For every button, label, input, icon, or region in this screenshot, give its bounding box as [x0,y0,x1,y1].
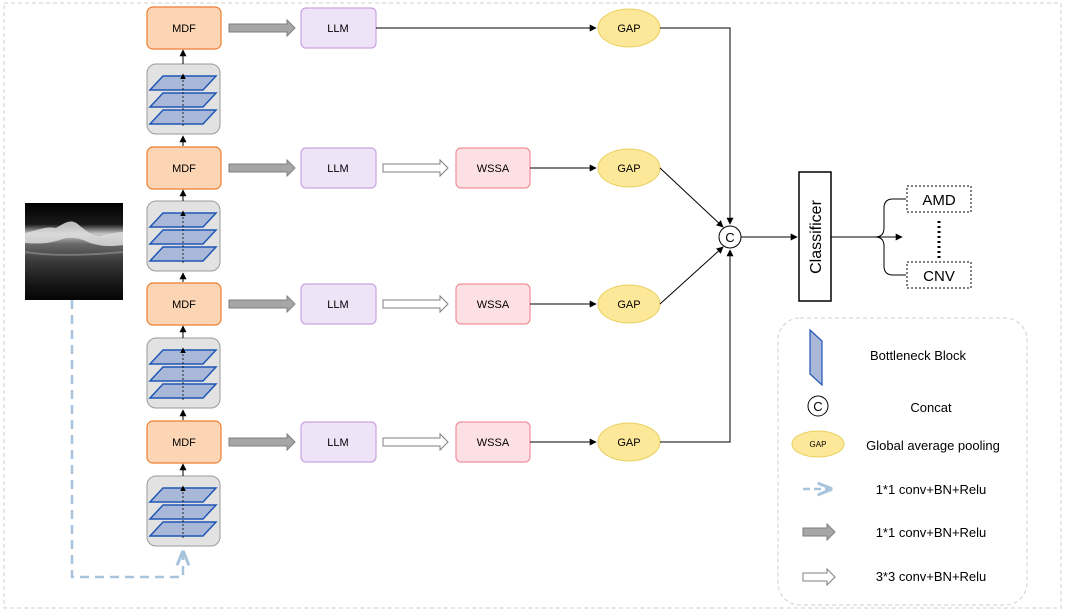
mdf-to-llm-arrow [228,18,296,38]
mdf-box [146,282,222,326]
legend-concat-label: Concat [910,400,952,415]
mdf-to-llm-arrow [228,158,296,178]
bottleneck-block [148,212,218,228]
legend-gap-badge: GAP [810,440,827,449]
gap-label: GAP [617,23,640,35]
concat-symbol: C [725,230,734,245]
stage-row-3: MDF LLM WSSA GAP [146,282,661,326]
legend-bottleneck-row: Bottleneck Block [809,328,967,387]
mdf-label: MDF [172,163,196,175]
gap-label: GAP [617,437,640,449]
gap-label: GAP [617,163,640,175]
llm-box [300,283,377,325]
wssa-label: WSSA [477,163,510,175]
llm-to-wssa-arrow [382,294,449,314]
llm-label: LLM [327,299,348,311]
concat-icon [807,395,829,417]
outer-frame [3,2,1062,609]
llm-label: LLM [327,437,348,449]
mdf-label: MDF [172,299,196,311]
mdf-label: MDF [172,23,196,35]
oct-input-image [24,203,124,300]
legend-concat-row: C Concat [807,395,952,417]
output-amd-label: AMD [922,192,956,209]
gap-badge-icon [791,430,845,458]
concat-node: C [718,225,742,249]
bottleneck-group [146,463,221,547]
bottleneck-block [148,75,218,91]
legend-dashed-arrow-label: 1*1 conv+BN+Relu [876,482,987,497]
hollow-arrow-icon [802,567,836,587]
mdf-box [146,420,222,464]
stage-row-2: MDF LLM WSSA GAP [146,146,661,190]
mdf-box [146,146,222,190]
wssa-label: WSSA [477,437,510,449]
output-cnv: CNV [906,261,972,289]
gap-to-concat-arrows [659,27,734,443]
llm-label: LLM [327,23,348,35]
stage-row-4: MDF LLM WSSA GAP [146,420,661,464]
mdf-to-llm-arrow [228,432,296,452]
legend-gap-row: GAP Global average pooling [791,430,1000,458]
legend: Bottleneck Block C Concat GAP Global ave… [777,317,1028,606]
bottleneck-block [148,349,218,365]
wssa-label: WSSA [477,299,510,311]
mdf-label: MDF [172,437,196,449]
legend-gray-arrow-row: 1*1 conv+BN+Relu [802,522,987,542]
legend-gray-arrow-label: 1*1 conv+BN+Relu [876,525,987,540]
stages-layer: MDF LLM GAP MDF LLM WSSA GAP MDF LLM WSSA GAP MDF LL… [146,6,661,547]
llm-to-wssa-arrow [382,432,449,452]
bottleneck-block-icon [809,328,823,387]
gap-label: GAP [617,299,640,311]
bottleneck-group [146,49,221,135]
llm-to-wssa-arrow [382,158,449,178]
bottleneck-group [146,189,221,272]
llm-box [300,147,377,189]
legend-gap-label: Global average pooling [866,438,1000,453]
bottleneck-group [146,325,221,409]
dashed-skip-connection [70,300,183,579]
classifier-output-brace [831,198,906,276]
legend-frame [777,317,1028,606]
mdf-box [146,6,222,50]
classifier-label: Classificer [808,199,825,273]
llm-box [300,421,377,463]
legend-bottleneck-label: Bottleneck Block [870,348,967,363]
legend-dashed-arrow-row: 1*1 conv+BN+Relu [803,482,986,497]
stage-row-1: MDF LLM GAP [146,6,661,50]
output-amd: AMD [906,185,972,213]
output-cnv-label: CNV [923,268,955,285]
gray-arrow-icon [802,522,836,542]
legend-concat-symbol: C [813,399,822,414]
legend-hollow-arrow-label: 3*3 conv+BN+Relu [876,569,987,584]
llm-label: LLM [327,163,348,175]
bottleneck-block [148,487,218,503]
classifier-block: Classificer [798,171,832,302]
legend-hollow-arrow-row: 3*3 conv+BN+Relu [802,567,987,587]
mdf-to-llm-arrow [228,294,296,314]
